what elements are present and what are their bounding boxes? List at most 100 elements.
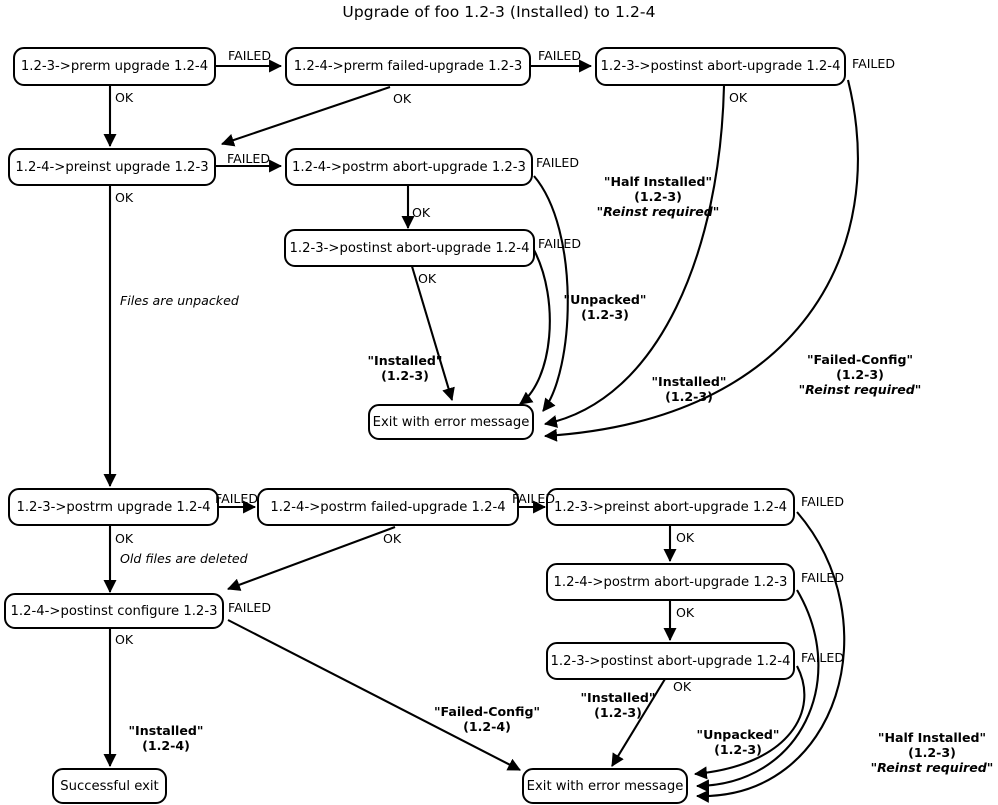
state-line-1: "Installed" bbox=[651, 374, 727, 389]
node-label: 1.2-3->prerm upgrade 1.2-4 bbox=[20, 59, 209, 74]
state-line-1: "Installed" bbox=[580, 690, 656, 705]
edge-label-ok-11: OK bbox=[115, 632, 134, 647]
edge-label-ok-8: OK bbox=[383, 531, 402, 546]
state-label-unpacked-top: "Unpacked" (1.2-3) bbox=[545, 292, 665, 322]
node-successful-exit[interactable]: Successful exit bbox=[52, 768, 167, 804]
node-label: 1.2-3->postinst abort-upgrade 1.2-4 bbox=[289, 240, 530, 256]
page-title: Upgrade of foo 1.2-3 (Installed) to 1.2-… bbox=[342, 3, 656, 21]
state-line-3: "Reinst required" bbox=[798, 382, 922, 397]
edge-label-failed-4: FAILED bbox=[227, 151, 271, 166]
state-line-2: (1.2-3) bbox=[594, 705, 642, 720]
state-label-unpacked-bottom: "Unpacked" (1.2-3) bbox=[680, 727, 796, 757]
node-prerm-failed-upgrade[interactable]: 1.2-4->prerm failed-upgrade 1.2-3 bbox=[285, 47, 531, 86]
edge-label-failed-8: FAILED bbox=[512, 491, 556, 506]
state-line-1: "Failed-Config" bbox=[806, 352, 914, 367]
edge-label-ok-10: OK bbox=[676, 605, 695, 620]
state-line-2: (1.2-3) bbox=[714, 742, 762, 757]
edge-label-failed-10: FAILED bbox=[801, 570, 845, 585]
edge-label-ok-2: OK bbox=[393, 91, 412, 106]
state-line-1: "Installed" bbox=[367, 353, 443, 368]
state-line-1: "Half Installed" bbox=[877, 730, 987, 745]
edge-label-failed-3: FAILED bbox=[852, 56, 896, 71]
node-postinst-abort-upgrade-top[interactable]: 1.2-3->postinst abort-upgrade 1.2-4 bbox=[595, 47, 846, 86]
edge-n5-exit-failed bbox=[533, 175, 569, 412]
edge-label-ok-5: OK bbox=[412, 205, 431, 220]
node-label: 1.2-4->postrm abort-upgrade 1.2-3 bbox=[292, 159, 526, 175]
node-label: 1.2-3->postinst abort-upgrade 1.2-4 bbox=[550, 653, 791, 669]
edge-n6-n7 bbox=[409, 262, 455, 401]
edge-label-failed-5: FAILED bbox=[536, 155, 580, 170]
edge-label-old-files-deleted: Old files are deleted bbox=[120, 551, 248, 566]
edge-n13-exit-ok bbox=[611, 678, 666, 767]
node-prerm-upgrade[interactable]: 1.2-3->prerm upgrade 1.2-4 bbox=[13, 47, 216, 86]
state-line-1: "Unpacked" bbox=[696, 727, 780, 742]
state-line-2: (1.2-4) bbox=[142, 738, 190, 753]
node-postinst-abort-upgrade-b[interactable]: 1.2-3->postinst abort-upgrade 1.2-4 bbox=[546, 642, 795, 680]
state-line-2: (1.2-3) bbox=[836, 367, 884, 382]
edge-n3-exit-ok bbox=[543, 85, 726, 428]
edge-n13-exit-failed bbox=[693, 665, 806, 780]
state-line-3: "Reinst required" bbox=[870, 760, 994, 775]
node-label: Successful exit bbox=[60, 778, 159, 794]
edge-label-failed-12: FAILED bbox=[228, 600, 272, 615]
node-label: 1.2-4->postrm failed-upgrade 1.2-4 bbox=[270, 499, 506, 515]
node-label: 1.2-3->preinst abort-upgrade 1.2-4 bbox=[553, 499, 788, 515]
edge-label-failed-2: FAILED bbox=[538, 48, 582, 63]
state-line-1: "Installed" bbox=[128, 723, 204, 738]
edge-label-failed-9: FAILED bbox=[801, 494, 845, 509]
edge-label-ok-4: OK bbox=[115, 190, 134, 205]
node-exit-error-top[interactable]: Exit with error message bbox=[368, 404, 534, 440]
state-label-failed-config-top: "Failed-Config" (1.2-3) "Reinst required… bbox=[780, 352, 940, 397]
edge-label-files-unpacked: Files are unpacked bbox=[120, 293, 239, 308]
node-postrm-abort-upgrade-r2[interactable]: 1.2-4->postrm abort-upgrade 1.2-3 bbox=[285, 148, 533, 186]
edge-n10-exit-failed bbox=[695, 511, 846, 803]
edge-group bbox=[103, 59, 859, 803]
node-label: Exit with error message bbox=[526, 778, 684, 794]
node-postinst-configure[interactable]: 1.2-4->postinst configure 1.2-3 bbox=[4, 593, 224, 629]
node-postrm-upgrade[interactable]: 1.2-3->postrm upgrade 1.2-4 bbox=[8, 488, 219, 526]
state-line-2: (1.2-3) bbox=[908, 745, 956, 760]
node-label: 1.2-3->postrm upgrade 1.2-4 bbox=[16, 499, 211, 515]
edge-label-failed-1: FAILED bbox=[228, 48, 272, 63]
edge-n3-exit-failed bbox=[543, 79, 859, 442]
edge-label-ok-3: OK bbox=[729, 90, 748, 105]
edge-n6-exit-failed bbox=[519, 249, 551, 405]
edge-n2-n4 bbox=[221, 86, 391, 147]
node-label: 1.2-4->prerm failed-upgrade 1.2-3 bbox=[293, 59, 523, 74]
node-label: 1.2-4->postrm abort-upgrade 1.2-3 bbox=[553, 574, 788, 590]
state-label-installed-top-right: "Installed" (1.2-3) bbox=[636, 374, 742, 404]
state-label-half-installed-bottom: "Half Installed" (1.2-3) "Reinst require… bbox=[866, 730, 998, 775]
state-line-1: "Failed-Config" bbox=[433, 704, 541, 719]
node-label: 1.2-4->preinst upgrade 1.2-3 bbox=[15, 159, 209, 175]
node-postinst-abort-upgrade-r3[interactable]: 1.2-3->postinst abort-upgrade 1.2-4 bbox=[284, 229, 535, 267]
state-line-1: "Half Installed" bbox=[603, 174, 713, 189]
edge-label-ok-1: OK bbox=[115, 90, 134, 105]
node-preinst-abort-upgrade[interactable]: 1.2-3->preinst abort-upgrade 1.2-4 bbox=[546, 488, 795, 526]
edge-n11-exit-failed bbox=[227, 619, 521, 771]
state-label-installed-bottom: "Installed" (1.2-3) bbox=[565, 690, 671, 720]
state-line-3: "Reinst required" bbox=[596, 204, 720, 219]
edge-label-ok-7: OK bbox=[115, 531, 134, 546]
state-line-2: (1.2-3) bbox=[665, 389, 713, 404]
node-label: 1.2-3->postinst abort-upgrade 1.2-4 bbox=[600, 59, 841, 74]
edge-label-failed-7: FAILED bbox=[215, 491, 259, 506]
edge-n12-exit-failed bbox=[695, 589, 820, 793]
state-line-1: "Unpacked" bbox=[563, 292, 647, 307]
edge-label-ok-6: OK bbox=[418, 271, 437, 286]
edge-label-failed-6: FAILED bbox=[538, 236, 582, 251]
state-line-2: (1.2-3) bbox=[381, 368, 429, 383]
node-postrm-failed-upgrade[interactable]: 1.2-4->postrm failed-upgrade 1.2-4 bbox=[257, 488, 519, 526]
edge-label-ok-12: OK bbox=[673, 679, 692, 694]
state-line-2: (1.2-3) bbox=[634, 189, 682, 204]
state-line-2: (1.2-4) bbox=[463, 719, 511, 734]
node-postrm-abort-upgrade-b[interactable]: 1.2-4->postrm abort-upgrade 1.2-3 bbox=[546, 563, 795, 601]
state-label-installed-success: "Installed" (1.2-4) bbox=[113, 723, 219, 753]
node-preinst-upgrade[interactable]: 1.2-4->preinst upgrade 1.2-3 bbox=[8, 148, 216, 186]
node-label: 1.2-4->postinst configure 1.2-3 bbox=[10, 603, 218, 619]
node-exit-error-bottom[interactable]: Exit with error message bbox=[522, 768, 688, 804]
edge-n9-n11 bbox=[227, 526, 396, 591]
state-label-half-installed-top: "Half Installed" (1.2-3) "Reinst require… bbox=[578, 174, 738, 219]
state-label-failed-config-bottom: "Failed-Config" (1.2-4) bbox=[422, 704, 552, 734]
